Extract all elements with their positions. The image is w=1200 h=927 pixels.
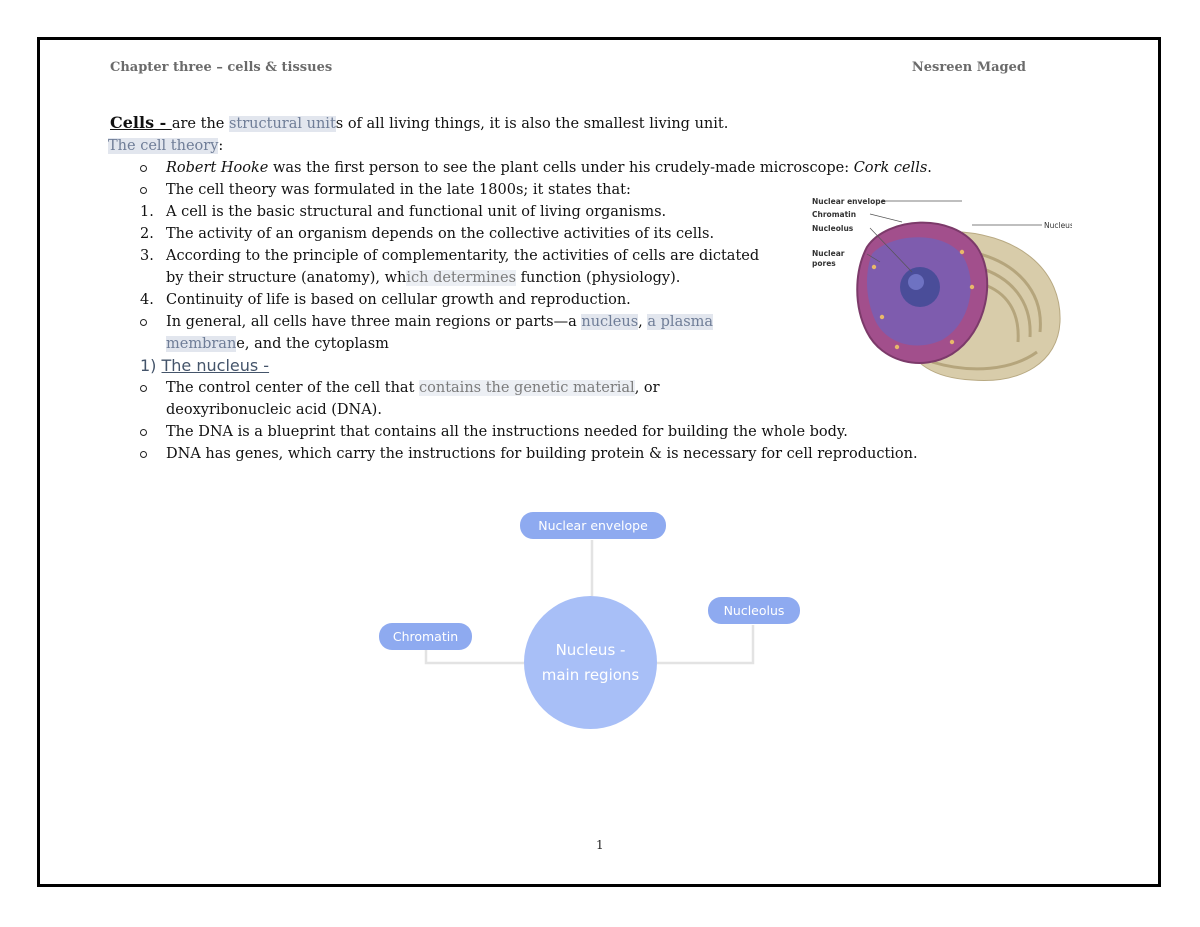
mindmap-center-node: Nucleus - main regions [524, 596, 657, 729]
list-item: 3. According to the principle of complem… [140, 248, 760, 286]
list-item: 4. Continuity of life is based on cellul… [140, 292, 631, 308]
list-item: Robert Hooke was the first person to see… [110, 157, 1090, 179]
list-item: The DNA is a blueprint that contains all… [110, 421, 1090, 443]
highlight-determines: ich determines [406, 270, 517, 286]
label-nucleolus: Nucleolus [812, 224, 854, 233]
label-nuclear-pores-1: Nuclear [812, 249, 845, 258]
cell-drawing [856, 200, 1061, 381]
page-body: Cells - are the structural units of all … [108, 112, 1090, 465]
list-item: The control center of the cell that cont… [110, 377, 1090, 421]
bullet-icon [140, 443, 160, 465]
cells-term: Cells - [110, 113, 172, 132]
highlight-structural-unit: structural unit [228, 116, 336, 132]
mindmap-node-nucleolus: Nucleolus [708, 597, 800, 624]
highlight-plasma: a plasma [647, 314, 714, 330]
nucleus-illustration: Nuclear envelope Chromatin Nucleolus Nuc… [812, 197, 1072, 381]
connector-right [657, 625, 755, 665]
mindmap-node-nuclear-envelope: Nuclear envelope [520, 512, 666, 539]
nucleus-list: The control center of the cell that cont… [110, 377, 1090, 465]
cell-theory-heading: The cell theory: [108, 138, 224, 154]
list-item: In general, all cells have three main re… [110, 311, 1090, 355]
list-item: 1. A cell is the basic structural and fu… [140, 204, 667, 220]
mindmap-node-chromatin: Chromatin [379, 623, 472, 650]
list-item: The cell theory was formulated in the la… [110, 179, 1090, 201]
page-number: 1 [596, 838, 604, 852]
bullet-icon [140, 157, 160, 179]
highlight-nucleus: nucleus [581, 314, 639, 330]
label-chromatin: Chromatin [812, 210, 856, 219]
highlight-genetic-material: contains the genetic material [419, 380, 635, 396]
document-page: Chapter three – cells & tissues Nesreen … [37, 37, 1161, 887]
cells-definition: Cells - are the structural units of all … [110, 113, 729, 132]
running-header-chapter: Chapter three – cells & tissues [110, 60, 333, 75]
cell-theory-list: Robert Hooke was the first person to see… [110, 157, 1090, 355]
label-nucleus: Nucleus [1044, 221, 1072, 230]
running-header-author: Nesreen Maged [911, 60, 1026, 75]
label-nuclear-pores-2: pores [812, 259, 836, 268]
highlight-membrane: membran [166, 336, 237, 352]
bullet-icon [140, 421, 160, 443]
list-item: 2. The activity of an organism depends o… [140, 226, 715, 242]
label-nuclear-envelope: Nuclear envelope [812, 197, 886, 206]
nucleus-heading: 1) The nucleus - [140, 356, 270, 375]
list-item: DNA has genes, which carry the instructi… [110, 443, 1090, 465]
bullet-icon [140, 311, 160, 333]
connector-left [424, 650, 524, 665]
highlight-cell-theory: The cell theory [108, 138, 219, 154]
bullet-icon [140, 179, 160, 201]
bullet-icon [140, 377, 160, 399]
